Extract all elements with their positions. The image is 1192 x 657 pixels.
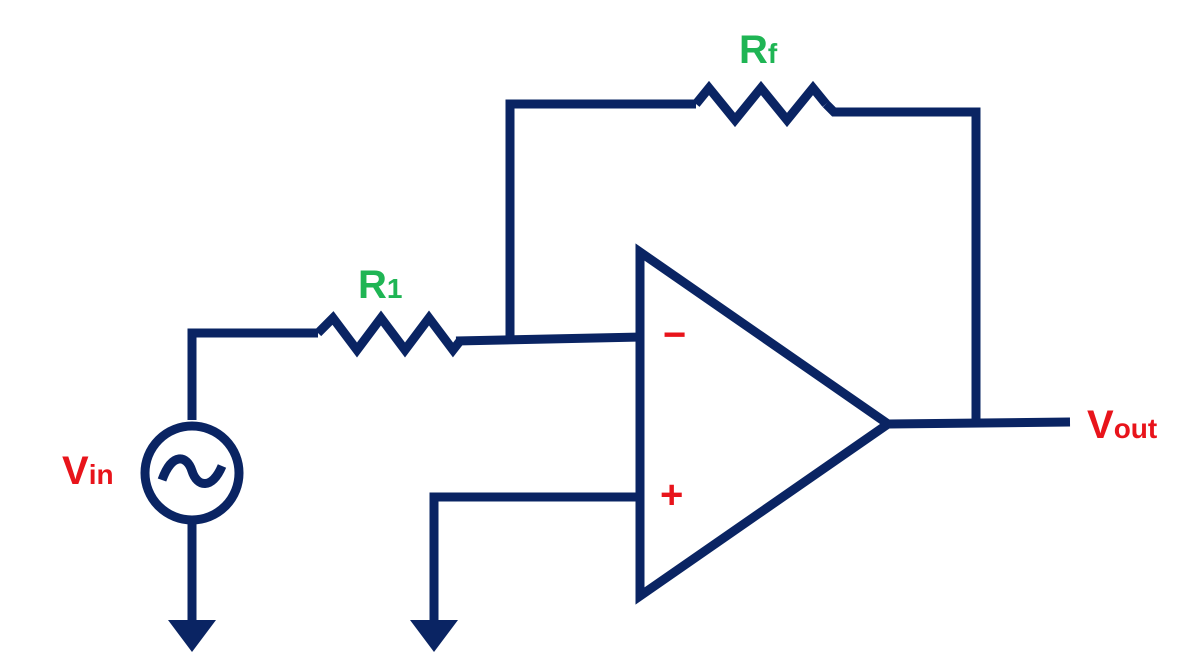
op-amp <box>635 243 896 605</box>
r1-label: R1 <box>358 263 402 307</box>
inverting-input-wire <box>455 332 641 346</box>
ac-source-icon <box>140 421 244 525</box>
noninverting-input-sign: + <box>660 473 683 517</box>
feedback-wire-right <box>822 100 981 423</box>
ground-icon <box>168 620 216 652</box>
rf-label: Rf <box>739 28 778 72</box>
vout-label: Vout <box>1087 403 1157 447</box>
inverting-input-sign: − <box>663 313 686 357</box>
noninverting-input-wire <box>429 492 640 625</box>
input-wire-source <box>187 328 318 420</box>
resistor-r1 <box>314 310 464 358</box>
ground-icon <box>410 620 458 652</box>
vin-label: Vin <box>62 449 114 493</box>
feedback-wire-left <box>505 99 696 338</box>
resistor-rf <box>692 80 830 128</box>
output-wire <box>887 417 1071 429</box>
